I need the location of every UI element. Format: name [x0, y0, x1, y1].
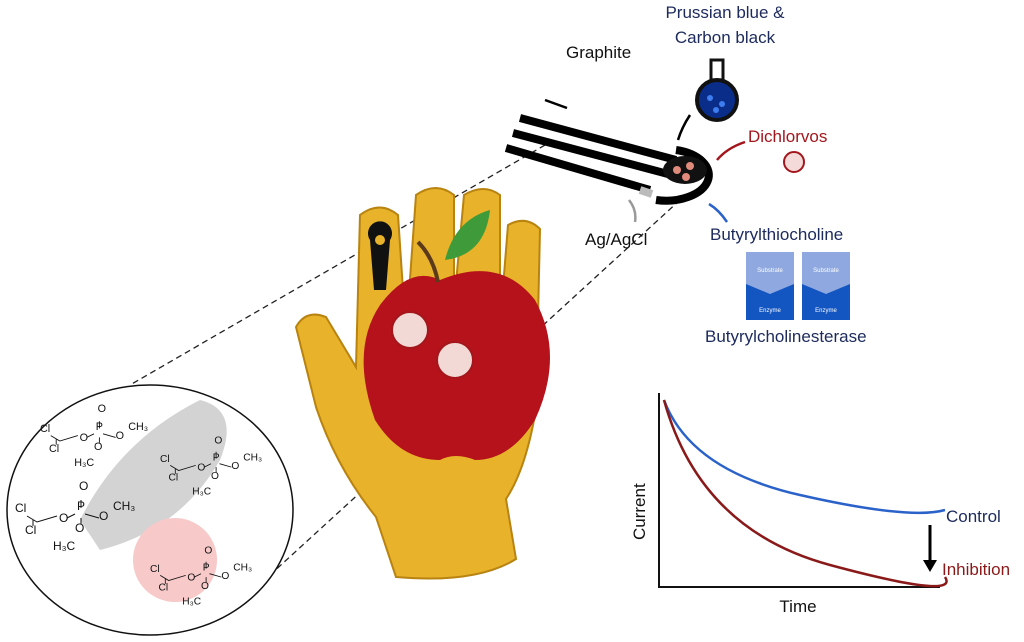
carbon-black-label: Carbon black — [675, 28, 776, 47]
atom-label: O — [75, 521, 84, 535]
dichlorvos-label: Dichlorvos — [748, 127, 827, 146]
substrate-label: Substrate — [813, 268, 839, 274]
atom-label: O — [59, 511, 68, 525]
atom-label: Cl — [160, 454, 170, 465]
atom-label: O — [116, 430, 124, 442]
atom-label: O — [221, 571, 229, 582]
atom-label: Cl — [49, 443, 59, 455]
electrode — [504, 114, 713, 205]
atom-label: H₃C — [53, 539, 76, 553]
y-axis-label: Current — [630, 483, 649, 540]
atom-label: O — [99, 509, 108, 523]
enzyme-label: Enzyme — [815, 308, 837, 314]
pesticide-marker-icon — [436, 341, 474, 379]
atom-label: O — [79, 479, 88, 493]
chart-axes — [658, 393, 940, 588]
butyrylcholinesterase-label: Butyrylcholinesterase — [705, 327, 867, 346]
atom-label: CH₃ — [233, 562, 252, 573]
skull-icon — [133, 518, 217, 602]
projection-lines — [129, 144, 681, 576]
enzyme-card: Substrate Enzyme — [746, 252, 794, 320]
atom-label: O — [197, 463, 205, 474]
atom-label: O — [214, 435, 222, 446]
current-time-chart: Current Time Control Inhibition — [630, 393, 1010, 616]
atom-label: H₃C — [182, 596, 201, 607]
enzyme-cards: Substrate Enzyme Substrate Enzyme — [746, 252, 850, 320]
atom-label: Cl — [25, 523, 36, 537]
atom-label: CH₃ — [113, 499, 135, 513]
atom-label: O — [231, 461, 239, 472]
apple — [363, 210, 550, 460]
control-label: Control — [946, 507, 1001, 526]
atom-label: Cl — [15, 501, 26, 515]
atom-label: Cl — [40, 423, 50, 435]
atom-label: O — [211, 471, 219, 482]
control-curve — [662, 399, 946, 515]
molecule-zoom-circle: ClClOPOOCH₃OH₃CClClOPOOCH₃OH₃CClClOPOOCH… — [6, 384, 294, 636]
inhibition-label: Inhibition — [942, 560, 1010, 579]
substrate-label: Substrate — [757, 268, 783, 274]
atom-label: H₃C — [192, 486, 211, 497]
atom-label: CH₃ — [243, 452, 262, 463]
enzyme-card: Substrate Enzyme — [802, 252, 850, 320]
inhibition-curve — [662, 399, 948, 588]
leaf-icon — [445, 210, 490, 260]
bond-lines — [159, 561, 222, 584]
pesticide-marker-icon — [391, 311, 429, 349]
bond-lines — [50, 421, 116, 445]
ag-agcl-label: Ag/AgCl — [585, 230, 647, 249]
molecules: ClClOPOOCH₃OH₃CClClOPOOCH₃OH₃CClClOPOOCH… — [15, 403, 262, 607]
enzyme-label: Enzyme — [759, 308, 781, 314]
butyrylthiocholine-label: Butyrylthiocholine — [710, 225, 843, 244]
atom-label: Cl — [169, 473, 179, 484]
graphite-label: Graphite — [566, 43, 631, 62]
atom-label: O — [187, 573, 195, 584]
x-axis-label: Time — [779, 597, 816, 616]
arrows — [544, 98, 746, 223]
dichlorvos-icon — [783, 151, 805, 173]
flask-icon — [695, 58, 739, 122]
atom-label: H₃C — [74, 457, 94, 469]
glove-electrode-icon — [368, 221, 393, 290]
atom-label: O — [204, 545, 212, 556]
bond-lines — [169, 451, 232, 474]
atom-label: O — [94, 441, 102, 453]
prussian-blue-label: Prussian blue & — [665, 3, 785, 22]
atom-label: Cl — [159, 583, 169, 594]
atom-label: O — [98, 403, 106, 415]
bond-lines — [26, 500, 100, 526]
atom-label: Cl — [150, 564, 160, 575]
atom-label: CH₃ — [128, 421, 148, 433]
atom-label: O — [201, 581, 209, 592]
atom-label: O — [80, 432, 88, 444]
